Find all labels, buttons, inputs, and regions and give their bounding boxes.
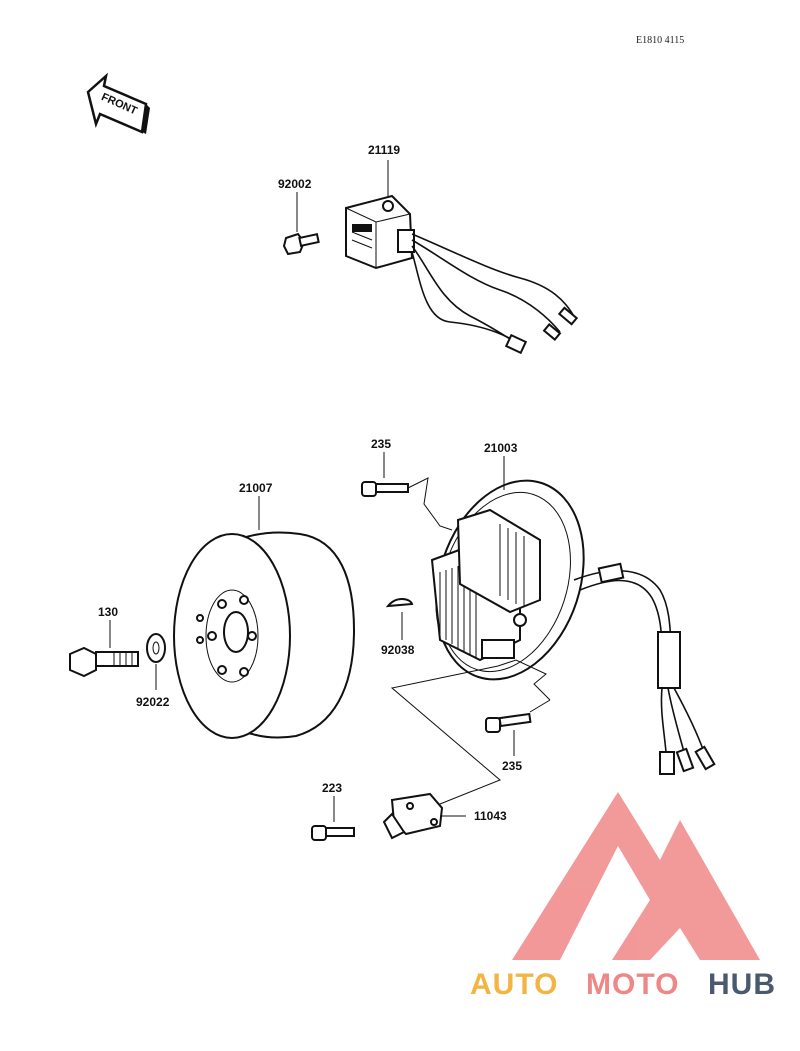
bolt-130 [69,646,139,678]
key-92038 [385,598,414,608]
watermark-text: AUTO MOTO HUB [470,968,776,1001]
label-92038: 92038 [381,643,415,657]
label-21003: 21003 [484,441,518,455]
bracket-11043 [382,792,444,840]
washer-92022 [146,633,166,663]
label-235-bottom: 235 [502,759,522,773]
label-92002: 92002 [278,177,312,191]
label-21007: 21007 [239,481,273,495]
screw-223 [311,825,355,841]
screw-235-top [361,481,409,497]
flywheel [173,531,356,739]
stator-plate [430,479,716,775]
svg-text:HUB: HUB [708,968,776,1001]
label-223: 223 [322,781,342,795]
front-arrow-icon: FRONT [86,72,150,134]
ref-code: E1810 4115 [636,35,684,46]
label-130: 130 [98,605,118,619]
bolt-92002 [282,232,320,256]
screw-235-bottom [485,712,532,733]
watermark-logo-icon [512,792,760,960]
label-92022: 92022 [136,695,170,709]
cdi-unit [345,194,579,355]
label-235-top: 235 [371,437,391,451]
label-21119: 21119 [368,143,400,157]
svg-text:MOTO: MOTO [586,968,679,1001]
label-11043: 11043 [474,809,507,823]
svg-text:AUTO: AUTO [470,968,558,1001]
